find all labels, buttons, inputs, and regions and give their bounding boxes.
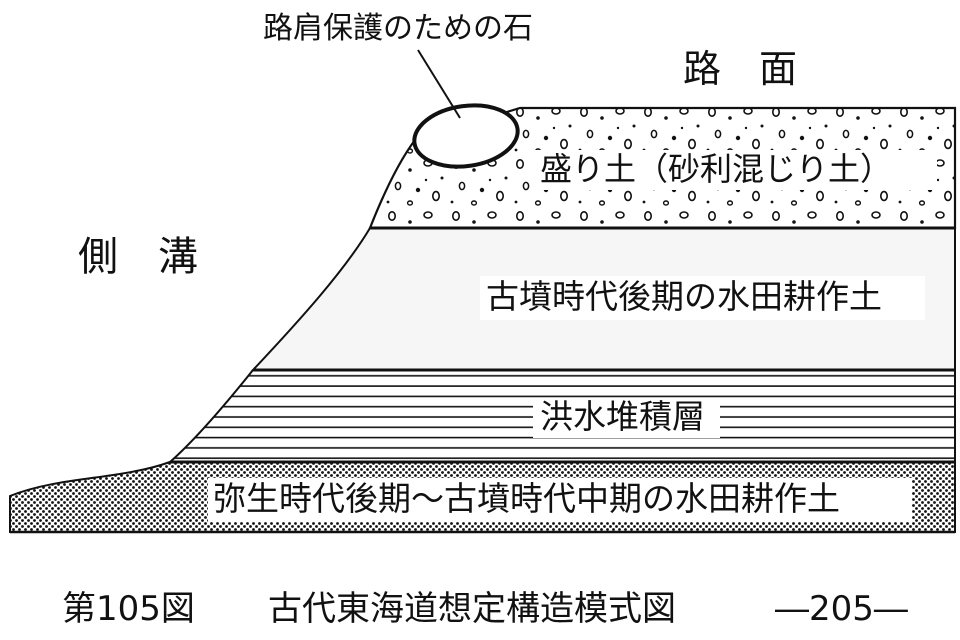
shoulder-stone — [412, 103, 520, 169]
page-number: ―205― — [775, 589, 908, 629]
figure-number: 第105図 — [62, 589, 195, 629]
stone-label: 路肩保護のための石 — [263, 11, 533, 46]
fill-label-bg — [535, 150, 937, 190]
kofun-label-bg — [480, 276, 925, 320]
flood-deposit-label: 洪水堆積層 — [540, 397, 705, 436]
yayoi-label-bg — [208, 478, 912, 522]
kofun-soil-label: 古墳時代後期の水田耕作土 — [486, 277, 882, 316]
side-ditch-label: 側 溝 — [78, 234, 198, 280]
figure-title: 古代東海道想定構造模式図 — [268, 589, 676, 629]
flood-label-bg — [533, 398, 720, 438]
road-surface-label: 路 面 — [683, 47, 797, 91]
stone-leader-line — [417, 49, 461, 119]
yayoi-soil-label: 弥生時代後期～古墳時代中期の水田耕作土 — [213, 479, 840, 518]
fill-label: 盛り土（砂利混じり土） — [540, 150, 892, 188]
